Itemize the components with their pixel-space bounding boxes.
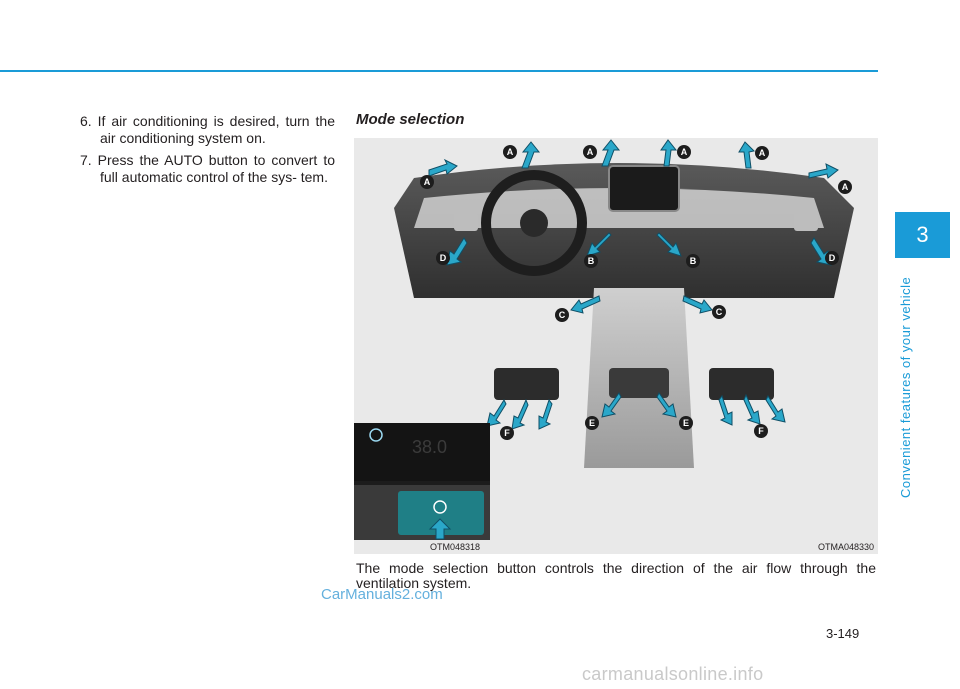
label-c: C [716,307,723,317]
chapter-tab[interactable]: 3 [895,212,950,258]
label-a: A [681,147,688,157]
label-e: E [589,418,595,428]
step-7: 7. Press the AUTO button to convert to f… [80,152,335,185]
label-f: F [504,428,510,438]
mode-indicator-icon [369,428,383,442]
airflow-arrows [428,139,839,430]
label-a: A [424,177,431,187]
page-number: 3-149 [826,626,860,641]
mode-selection-description: The mode selection button controls the d… [356,560,876,591]
rear-floor-vent-right [709,368,774,400]
label-a: A [587,147,594,157]
label-a: A [759,148,766,158]
side-vent-right [794,213,818,231]
watermark-link[interactable]: CarManuals2.com [321,586,443,603]
dashboard-illustration: A A A A A A B B C C D D E E F F [394,139,854,468]
label-d: D [440,253,447,263]
figure-caption: OTMA048330 [817,542,874,552]
rear-vent-panel [609,368,669,398]
side-vent-left [454,213,478,231]
label-a: A [507,147,514,157]
steering-wheel [481,170,587,276]
step-6: 6. If air conditioning is desired, turn … [80,113,335,146]
label-c: C [559,310,566,320]
label-d: D [829,253,836,263]
press-arrow-icon [428,518,452,540]
center-screen [608,165,680,212]
section-title: Mode selection [356,111,465,128]
mode-selection-figure: A A A A A A B B C C D D E E F F 38.0 [354,138,878,554]
inset-caption: OTM048318 [430,542,481,552]
mode-button-photo: 38.0 [354,423,490,540]
chapter-number: 3 [916,222,929,247]
label-a: A [842,182,849,192]
rear-floor-vent-left [494,368,559,400]
display-temp: 38.0 [412,437,447,457]
label-b: B [588,256,595,266]
label-e: E [683,418,689,428]
label-b: B [690,256,697,266]
mode-button-inset: 38.0 [354,423,490,540]
steering-hub [520,209,548,237]
instruction-steps: 6. If air conditioning is desired, turn … [80,113,335,186]
footer-watermark: carmanualsonline.info [582,664,764,684]
chapter-title-container: Convenient features of your vehicle [880,268,940,498]
vent-labels: A A A A A A B B C C D D E E F F [420,145,852,440]
chapter-title: Convenient features of your vehicle [898,276,913,498]
mode-icon [433,500,447,514]
label-f: F [758,426,764,436]
header-rule [0,70,878,72]
